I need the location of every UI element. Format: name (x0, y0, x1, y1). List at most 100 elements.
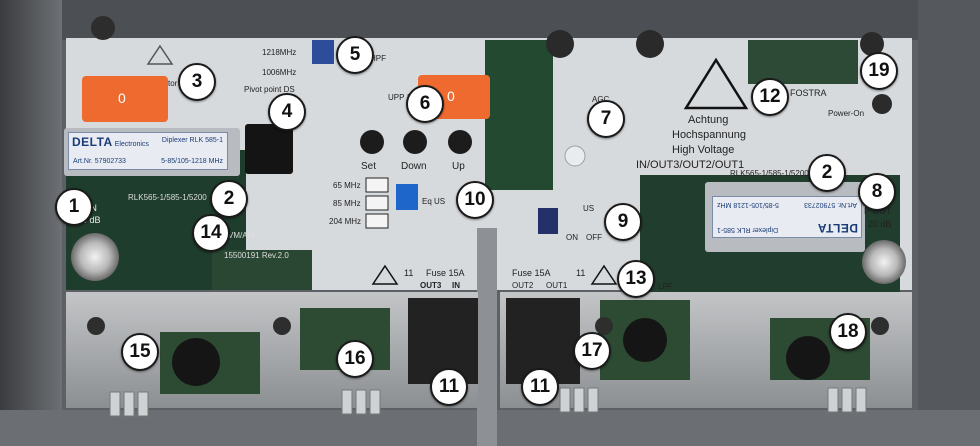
callout-4: 4 (268, 93, 306, 131)
center-divider (477, 228, 497, 446)
callout-12: 12 (751, 78, 789, 116)
mount-hole (595, 317, 613, 335)
callout-7: 7 (587, 100, 625, 138)
callout-6: 6 (406, 85, 444, 123)
eq-us-switch[interactable] (396, 184, 418, 210)
coil (172, 338, 220, 386)
off-label: OFF (586, 233, 602, 242)
diplexer-label-left: DELTA Electronics Diplexer RLK 585-1 Art… (68, 132, 228, 170)
fuse-left-label: Fuse 15A (426, 268, 465, 278)
freq-65-label: 65 MHz (333, 181, 361, 190)
in-label: IN (452, 281, 460, 290)
mount-post (546, 30, 574, 58)
us-switch[interactable] (538, 208, 558, 234)
out3-label: OUT3 (420, 281, 442, 290)
relay-left-digit: 0 (118, 90, 126, 106)
up-button[interactable] (448, 130, 472, 154)
jumper-65[interactable] (365, 177, 389, 193)
rlk-label-left: RLK565-1/585-1/5200 (128, 193, 207, 202)
pcb-center (485, 40, 553, 190)
freq-1218-label: 1218MHz (262, 48, 297, 57)
callout-10: 10 (456, 181, 494, 219)
callout-1: 1 (55, 188, 93, 226)
freq-204-label: 204 MHz (329, 217, 362, 226)
out-right-label: P OUT (864, 206, 892, 216)
set-label: Set (361, 161, 377, 172)
eq-us-label: Eq US (422, 197, 446, 206)
diplexer-label-right: DELTA Diplexer RLK 585-1 Art.Nr. 5790273… (712, 196, 862, 238)
set-button[interactable] (360, 130, 384, 154)
mount-post (636, 30, 664, 58)
hv-warning-triangle (683, 57, 749, 110)
status-led (564, 145, 586, 167)
callout-2-left: 2 (210, 180, 248, 218)
hpf-label: HPF (370, 54, 386, 63)
agc-label: AGC (592, 96, 609, 104)
out-right-db-label: 20 dB (868, 219, 892, 229)
coil (786, 336, 830, 380)
hv-warning-line-2: Hochspannung (672, 129, 747, 141)
jumper-204[interactable] (365, 213, 389, 229)
coax-connector-left (71, 233, 119, 281)
mount-post (860, 32, 884, 56)
callout-11-left: 11 (430, 368, 468, 406)
housing-left-wall (0, 0, 62, 446)
power-on-label: Power-On (828, 109, 865, 118)
warning-triangle-small (146, 44, 174, 65)
vmam-label: VM/AM (228, 231, 255, 240)
housing-top (0, 0, 980, 40)
spring-clips (109, 387, 867, 417)
delta-sub: Electronics (114, 141, 149, 148)
rlk-label-right: RLK565-1/585-1/5200 (730, 169, 809, 178)
relay-left (82, 76, 168, 122)
callout-19: 19 (860, 52, 898, 90)
upp-label: UPP 1 (388, 93, 411, 102)
callout-8: 8 (858, 173, 896, 211)
mount-hole (87, 317, 105, 335)
fuse-right-label: Fuse 15A (512, 268, 551, 278)
fuse-num-left: 11 (404, 268, 414, 278)
diplexer-model: Diplexer RLK 585-1 (161, 137, 223, 144)
warning-triangle-fuse-right (590, 264, 618, 285)
pivot-ds-label: Pivot point DS (244, 85, 295, 94)
mount-hole (871, 317, 889, 335)
freq-1006-label: 1006MHz (262, 68, 297, 77)
callout-17: 17 (573, 332, 611, 370)
up-label: Up (452, 161, 465, 172)
callout-13: 13 (617, 260, 655, 298)
diplexer-art: Art.Nr. 57902733 (73, 158, 126, 165)
callout-11-right: 11 (521, 368, 559, 406)
diplexer-art: Art.Nr. 57902733 (804, 201, 857, 208)
warning-triangle-fuse-left (371, 264, 399, 285)
coil (623, 318, 667, 362)
callout-2-right: 2 (808, 154, 846, 192)
coax-connector-right (862, 240, 906, 284)
callout-15: 15 (121, 333, 159, 371)
callout-3: 3 (178, 63, 216, 101)
seven-segment-display (245, 124, 293, 174)
pcb-top-right (748, 40, 858, 84)
housing-right-wall (918, 0, 980, 446)
fostra-label: FOSTRA (790, 88, 827, 98)
down-button[interactable] (403, 130, 427, 154)
mount-post (91, 16, 115, 40)
diplexer-band: 5-85/105-1218 MHz (161, 158, 223, 165)
out2-label: OUT2 (512, 281, 534, 290)
hv-warning-line-3: High Voltage (672, 144, 735, 156)
pcb-mid (212, 250, 312, 290)
delta-logo: DELTA (817, 221, 858, 235)
relay-right-digit: 0 (447, 88, 455, 104)
fuse-num-right: 11 (576, 268, 586, 278)
callout-16: 16 (336, 340, 374, 378)
callout-9: 9 (604, 203, 642, 241)
on-label: ON (566, 233, 578, 242)
mount-hole (273, 317, 291, 335)
delta-logo: DELTA (72, 135, 113, 149)
diplexer-model: Diplexer RLK 585-1 (717, 226, 779, 233)
lpf-label: LPF (658, 282, 673, 291)
hpf-switch[interactable] (312, 40, 334, 64)
jumper-85[interactable] (365, 195, 389, 211)
callout-14: 14 (192, 214, 230, 252)
us-label: US (583, 204, 595, 213)
freq-85-label: 85 MHz (333, 199, 361, 208)
